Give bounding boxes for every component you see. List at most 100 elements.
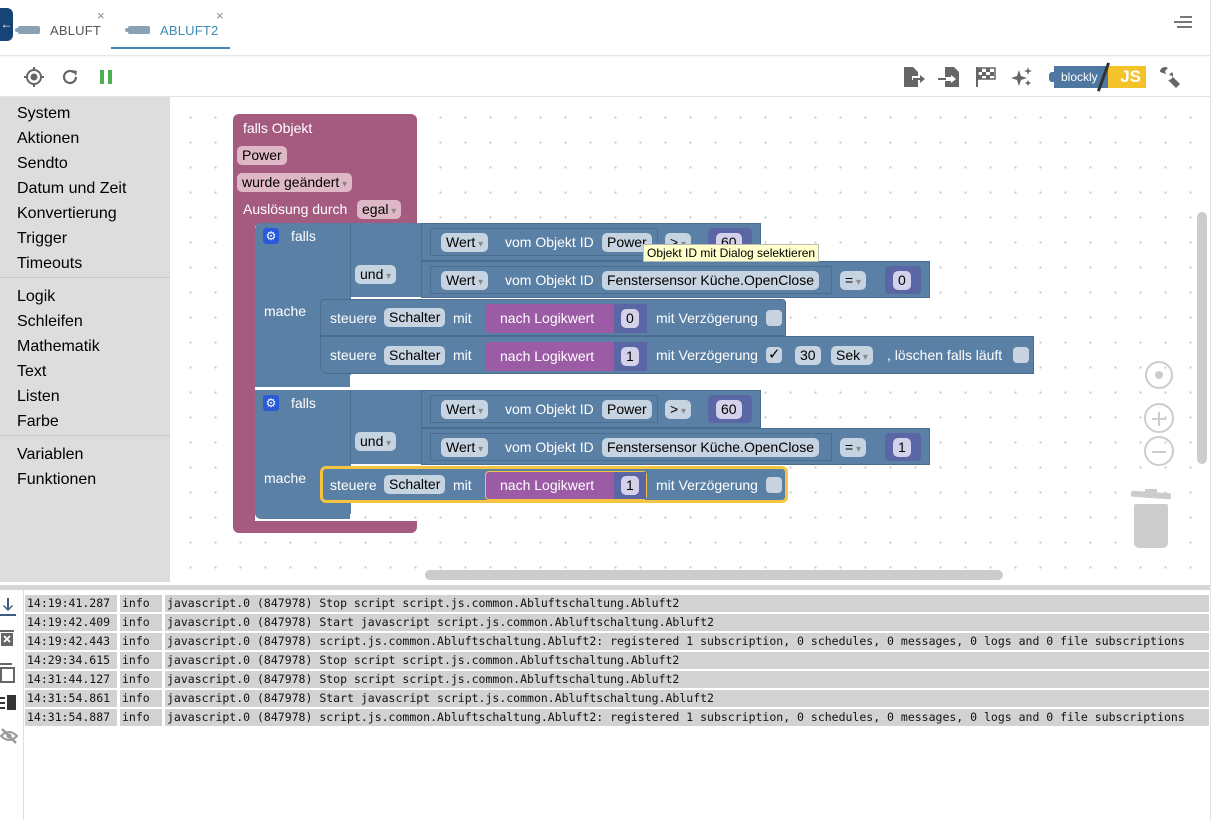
operator-dropdown[interactable]: > xyxy=(665,400,691,419)
value-mode-dropdown[interactable]: Wert xyxy=(441,271,489,290)
clear-running-label: , löschen falls läuft xyxy=(887,347,1003,363)
export-icon[interactable] xyxy=(901,65,925,89)
log-severity: info xyxy=(120,595,162,612)
trigger-by-label: Auslösung durch xyxy=(243,201,348,217)
sparkle-icon[interactable] xyxy=(1010,65,1034,89)
delay-checkbox[interactable] xyxy=(766,310,782,326)
toolbox-category-konvertierung[interactable]: Konvertierung xyxy=(17,205,117,222)
horizontal-scrollbar[interactable] xyxy=(425,570,1003,580)
number-value[interactable]: 1 xyxy=(621,476,639,495)
blockly-script-icon xyxy=(125,26,150,34)
log-severity: info xyxy=(120,614,162,631)
close-icon[interactable]: × xyxy=(216,8,224,23)
log-severity: info xyxy=(120,652,162,669)
menu-icon[interactable] xyxy=(1174,16,1192,28)
operator-dropdown[interactable]: = xyxy=(840,271,866,290)
tab-abluft[interactable]: ABLUFT × xyxy=(15,8,105,50)
log-message: javascript.0 (847978) script.js.common.A… xyxy=(165,709,1209,726)
scroll-down-icon[interactable] xyxy=(0,596,18,618)
number-value[interactable]: 0 xyxy=(893,271,911,290)
log-severity: info xyxy=(120,633,162,650)
zoom-out-icon[interactable] xyxy=(1144,436,1174,466)
toolbox-category-mathematik[interactable]: Mathematik xyxy=(17,338,100,355)
columns-icon[interactable] xyxy=(0,694,18,716)
toolbox-category-timeouts[interactable]: Timeouts xyxy=(17,255,83,272)
toolbox-category-variablen[interactable]: Variablen xyxy=(17,446,84,463)
operator-dropdown[interactable]: = xyxy=(840,438,866,457)
and-block-2[interactable] xyxy=(350,390,422,464)
object-id-field[interactable]: Fenstersensor Küche.OpenClose xyxy=(602,438,819,457)
toolbox-category-funktionen[interactable]: Funktionen xyxy=(17,471,97,488)
log-message: javascript.0 (847978) script.js.common.A… xyxy=(165,633,1209,650)
delay-unit-dropdown[interactable]: Sek xyxy=(831,346,873,365)
gear-icon[interactable]: ⚙ xyxy=(263,228,279,244)
tab-abluft2[interactable]: ABLUFT2 × xyxy=(125,8,224,50)
value-mode-dropdown[interactable]: Wert xyxy=(441,233,489,252)
vertical-scrollbar[interactable] xyxy=(1197,212,1207,464)
log-message: javascript.0 (847978) Stop script script… xyxy=(165,595,1209,612)
object-id-label: vom Objekt ID xyxy=(505,439,594,455)
import-icon[interactable] xyxy=(938,65,962,89)
delay-value-field[interactable]: 30 xyxy=(795,346,821,365)
toolbox-category-trigger[interactable]: Trigger xyxy=(17,230,68,247)
control-target-field[interactable]: Schalter xyxy=(384,346,446,365)
pause-icon[interactable] xyxy=(94,65,118,89)
blockly-js-toggle[interactable]: blockly JS xyxy=(1049,62,1146,92)
and-dropdown[interactable]: und xyxy=(355,265,397,284)
toolbox-category-farbe[interactable]: Farbe xyxy=(17,413,59,430)
flag-icon[interactable] xyxy=(974,65,998,89)
number-value[interactable]: 1 xyxy=(893,438,911,457)
trigger-by-dropdown[interactable]: egal xyxy=(357,200,402,219)
refresh-icon[interactable] xyxy=(58,65,82,89)
number-value[interactable]: 1 xyxy=(621,347,639,366)
toolbox-separator xyxy=(0,435,170,436)
hide-icon[interactable] xyxy=(0,727,19,749)
value-mode-dropdown[interactable]: Wert xyxy=(441,400,489,419)
tab-label: ABLUFT2 xyxy=(160,22,219,38)
object-id-field[interactable]: Power xyxy=(602,233,652,252)
clear-log-icon[interactable] xyxy=(0,628,18,650)
control-target-field[interactable]: Schalter xyxy=(384,308,446,327)
and-block-1[interactable] xyxy=(350,223,422,297)
clear-running-checkbox[interactable] xyxy=(1013,347,1029,363)
control-target-field[interactable]: Schalter xyxy=(384,475,446,494)
toolbox-category-schleifen[interactable]: Schleifen xyxy=(17,313,83,330)
object-id-field[interactable]: Fenstersensor Küche.OpenClose xyxy=(602,271,819,290)
close-icon[interactable]: × xyxy=(97,8,105,23)
zoom-in-icon[interactable] xyxy=(1144,403,1174,433)
toolbox-category-system[interactable]: System xyxy=(17,105,71,122)
toolbox-category-datum-und-zeit[interactable]: Datum und Zeit xyxy=(17,180,127,197)
if-label: falls xyxy=(291,228,316,244)
toolbar: blockly JS xyxy=(0,57,1210,97)
log-severity: info xyxy=(120,709,162,726)
back-button[interactable]: ← xyxy=(0,8,13,41)
delay-checkbox[interactable] xyxy=(766,477,782,493)
number-value[interactable]: 60 xyxy=(716,400,742,419)
value-mode-dropdown[interactable]: Wert xyxy=(441,438,489,457)
toolbox-category-sendto[interactable]: Sendto xyxy=(17,155,68,172)
delay-checkbox[interactable] xyxy=(766,345,782,363)
gear-icon[interactable]: ⚙ xyxy=(263,395,279,411)
toolbox-category-listen[interactable]: Listen xyxy=(17,388,60,405)
blockly-label: blockly xyxy=(1049,66,1108,88)
recenter-icon[interactable] xyxy=(1145,361,1173,389)
trigger-event-dropdown[interactable]: wurde geändert xyxy=(237,173,353,192)
toolbox-category-aktionen[interactable]: Aktionen xyxy=(17,130,80,147)
js-label: JS xyxy=(1108,66,1146,88)
object-id-field[interactable]: Power xyxy=(602,400,652,419)
target-icon[interactable] xyxy=(22,65,46,89)
toolbox-category-logik[interactable]: Logik xyxy=(17,288,56,305)
wrench-icon[interactable] xyxy=(1157,65,1181,89)
and-dropdown[interactable]: und xyxy=(355,432,397,451)
toolbox-category-text[interactable]: Text xyxy=(17,363,47,380)
trigger-object-field[interactable]: Power xyxy=(237,146,287,165)
number-value[interactable]: 0 xyxy=(621,309,639,328)
copy-icon[interactable] xyxy=(0,662,18,684)
trash-icon[interactable] xyxy=(1130,489,1172,548)
